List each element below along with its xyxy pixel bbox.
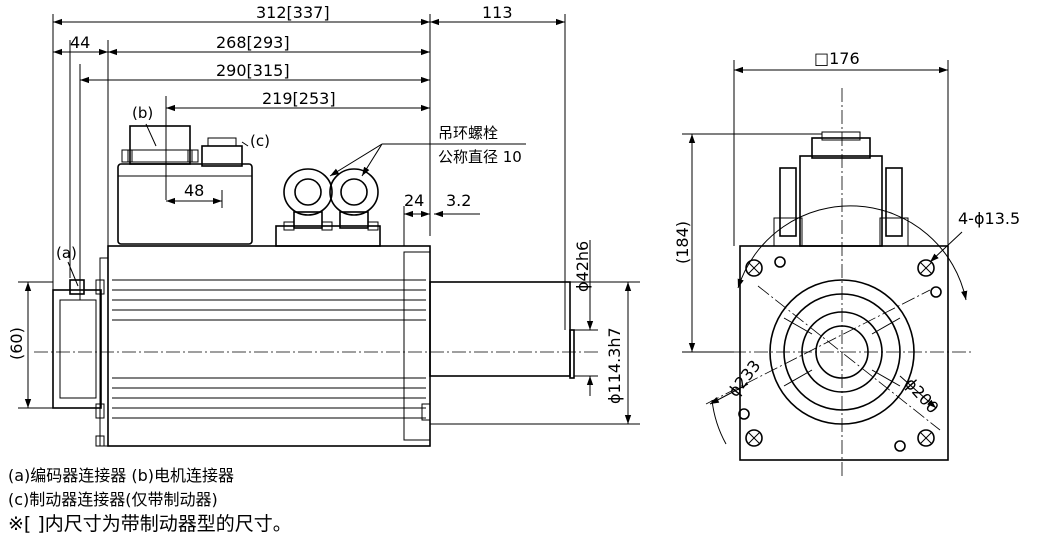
- dim-flange-44: 44: [70, 33, 90, 52]
- dim-268: 268[293]: [216, 33, 290, 52]
- dim-mounting-holes: 4-ϕ13.5: [958, 209, 1020, 228]
- dim-290: 290[315]: [216, 61, 290, 80]
- label-b: (b): [132, 104, 153, 122]
- legend-notes: (a)编码器连接器 (b)电机连接器 (c)制动器连接器(仅带制动器) ※[ ]…: [8, 464, 292, 536]
- label-c: (c): [250, 132, 270, 150]
- side-view: 312[337] 113 44 268[293] 290[315] 219[25…: [7, 3, 640, 447]
- note-brake-connector: (c)制动器连接器(仅带制动器): [8, 490, 218, 509]
- dim-shaft-diameter: ϕ42h6: [573, 241, 592, 292]
- dim-48: 48: [184, 181, 204, 200]
- eyebolt-label: 吊环螺栓: [438, 124, 498, 142]
- dim-pcd-200: ϕ200: [901, 374, 943, 417]
- dim-24: 24: [404, 191, 424, 210]
- dim-184: (184): [673, 221, 692, 264]
- dim-square-176: □176: [814, 49, 860, 68]
- body-fins: [112, 279, 426, 419]
- dim-pcd-233: ϕ233: [724, 356, 764, 400]
- dim-shaft-length: 113: [482, 3, 513, 22]
- dim-3-2: 3.2: [446, 191, 471, 210]
- label-a: (a): [56, 244, 77, 262]
- front-view: □176 (184) 4-ϕ13.5 ϕ233 ϕ200: [673, 49, 1020, 476]
- dim-total-length: 312[337]: [256, 3, 330, 22]
- note-connectors: (a)编码器连接器 (b)电机连接器: [8, 466, 235, 485]
- dim-60: (60): [7, 327, 26, 360]
- note-brackets: ※[ ]内尺寸为带制动器型的尺寸。: [8, 513, 292, 535]
- dim-219: 219[253]: [262, 89, 336, 108]
- dim-spigot-diameter: ϕ114.3h7: [605, 327, 624, 404]
- eyebolt-size-label: 公称直径 10: [438, 148, 522, 166]
